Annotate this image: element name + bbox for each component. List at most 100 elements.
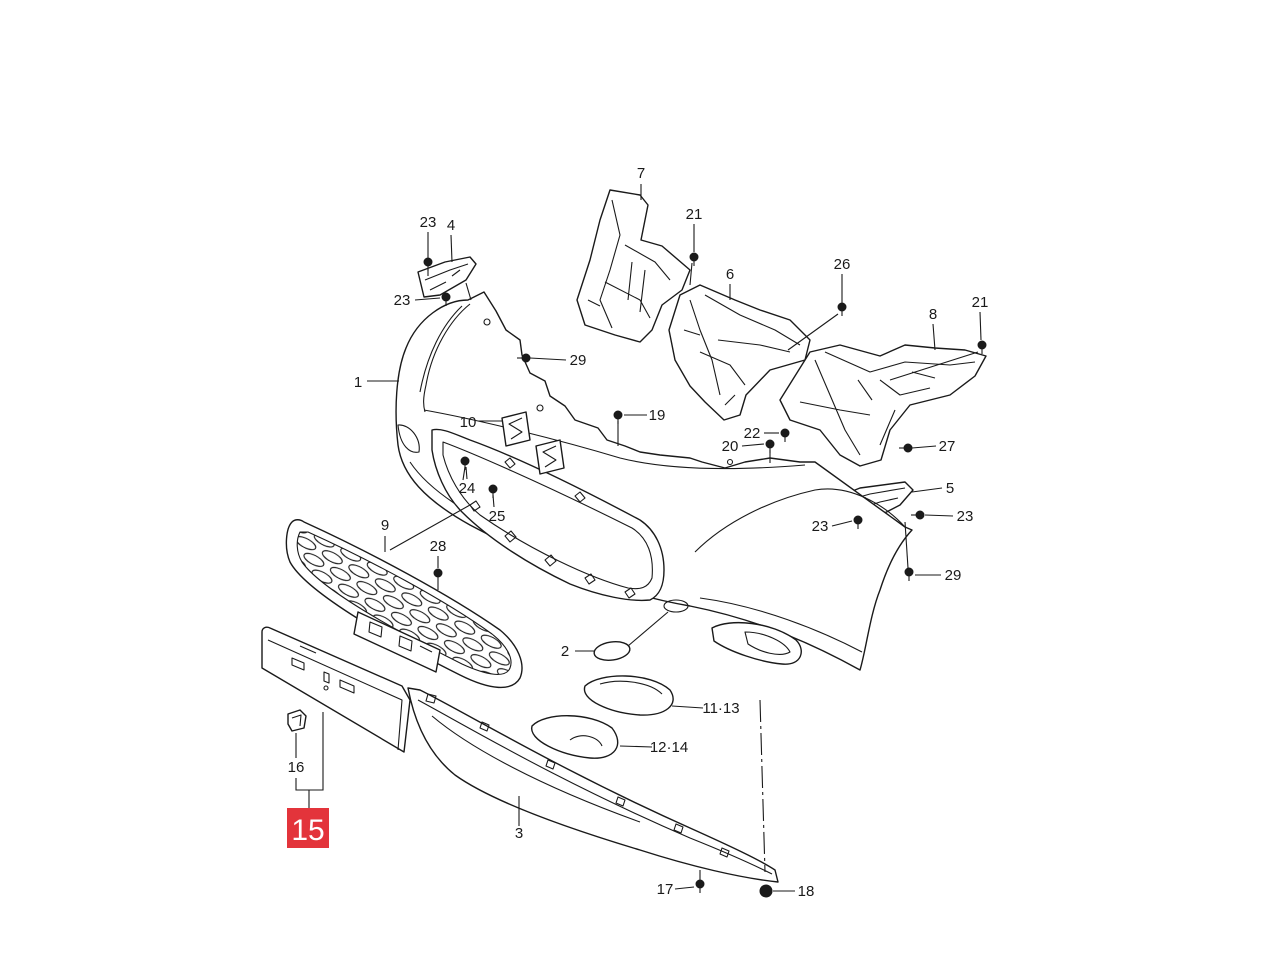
attach-4-to-bumper: [465, 282, 472, 301]
bracket-4: [417, 256, 477, 298]
screw-23-d: [910, 510, 925, 520]
callout-2: 2: [561, 643, 569, 660]
callout-28: 28: [430, 538, 447, 555]
lower-intake-outer: [431, 428, 665, 602]
leader-5: [911, 487, 943, 493]
leader-11-13: [671, 705, 704, 709]
bumper-cover-outline: [395, 291, 913, 671]
nut-18: [759, 884, 773, 898]
clip-16: [287, 709, 307, 732]
bumper-cover: [395, 291, 913, 671]
callout-8: 8: [929, 306, 937, 323]
callout-4: 4: [447, 217, 455, 234]
callout-21-a: 21: [686, 206, 703, 223]
highlight-box-label: 15: [291, 814, 324, 847]
screw-21-b: [977, 340, 987, 355]
bumper-emblem: [535, 439, 565, 475]
callout-27: 27: [939, 438, 956, 455]
screw-29-b: [904, 567, 914, 582]
callout-15-bracket: [295, 712, 324, 808]
bracket-8-detail: [799, 351, 976, 456]
callout-29-a: 29: [570, 352, 587, 369]
callout-5: 5: [946, 480, 954, 497]
callout-29-b: 29: [945, 567, 962, 584]
bracket-4-outline: [417, 256, 477, 298]
callout-1: 1: [354, 374, 362, 391]
bracket-6: [668, 284, 811, 421]
fog-lamp-recess-right: [711, 622, 802, 665]
callout-23-c: 23: [812, 518, 829, 535]
callout-12-14: 12·14: [650, 739, 688, 756]
callout-22: 22: [744, 425, 761, 442]
fog-lamp-recess-left: [397, 424, 420, 453]
callout-20: 20: [722, 438, 739, 455]
callout-16: 16: [288, 759, 305, 776]
callout-24: 24: [459, 480, 476, 497]
cover-12-14: [531, 715, 619, 759]
callout-23-d: 23: [957, 508, 974, 525]
leader-4: [450, 234, 453, 263]
screw-26: [837, 302, 847, 317]
callout-15-group: 15: [287, 712, 329, 848]
lower-spoiler-3: [407, 687, 779, 883]
grille-inner-edge: [296, 531, 512, 675]
callout-26: 26: [834, 256, 851, 273]
callout-23-b: 23: [394, 292, 411, 309]
lower-intake-tabs: [469, 457, 636, 599]
fog-recess-right-inner: [744, 631, 791, 655]
attach-21a-to-6: [689, 262, 693, 286]
lower-intake-inner: [442, 441, 653, 590]
callout-6: 6: [726, 266, 734, 283]
attach-grille-to-bumper: [389, 504, 471, 551]
screw-20: [765, 439, 775, 454]
bumper-emblem-outline: [535, 439, 565, 475]
attach-21b-to-8: [889, 351, 979, 381]
fender-crease-line: [694, 488, 906, 553]
lower-spoiler-groove: [417, 699, 773, 875]
bracket-6-detail: [683, 294, 801, 406]
bracket-8-outline: [779, 344, 987, 467]
bumper-emblem-s: [542, 445, 557, 468]
cover-11-13-detail: [599, 680, 663, 695]
screw-21-a: [689, 252, 699, 267]
callout-7: 7: [637, 165, 645, 182]
grille-center-mount-detail: [368, 621, 433, 653]
attach-18-centerline: [759, 699, 766, 873]
emblem-10-outline: [501, 411, 531, 447]
lower-spoiler-clips: [425, 693, 730, 858]
leader-8: [932, 323, 936, 351]
callout-11-13: 11·13: [702, 700, 739, 717]
bracket-8: [779, 344, 987, 467]
attach-29b-to-5: [904, 521, 909, 569]
bracket-4-detail: [424, 263, 469, 291]
leader-21-b: [979, 311, 982, 341]
cover-11-13: [583, 675, 674, 716]
callout-labels: 7 21 23 4 6 26 23 8 21 29 1 10 19 22 20 …: [288, 165, 989, 900]
leader-23-c: [831, 520, 853, 527]
highlight-box: [287, 808, 329, 848]
clip-16-detail: [291, 714, 302, 727]
leader-23-b: [414, 297, 441, 301]
fog-recess-right-outer: [711, 622, 802, 665]
screw-28: [433, 568, 443, 583]
callout-23-a: 23: [420, 214, 437, 231]
emblem-10-s: [508, 417, 523, 440]
callout-3: 3: [515, 825, 523, 842]
emblem-10: [501, 411, 531, 447]
plate-bracket-outline: [261, 626, 411, 753]
license-plate-bracket: [261, 626, 411, 753]
screw-19: [613, 410, 623, 425]
leader-24: [465, 466, 468, 480]
callout-19: 19: [649, 407, 666, 424]
screw-22: [780, 428, 790, 443]
tow-hook-hole: [663, 599, 689, 613]
bracket-6-outline: [668, 284, 811, 421]
fasteners: [423, 252, 987, 898]
callout-9: 9: [381, 517, 389, 534]
bracket-7-detail: [587, 199, 671, 329]
cover-12-14-detail: [569, 735, 603, 747]
tow-hook-cover-2: [593, 641, 631, 661]
callout-17: 17: [657, 881, 674, 898]
screw-27: [898, 443, 913, 453]
